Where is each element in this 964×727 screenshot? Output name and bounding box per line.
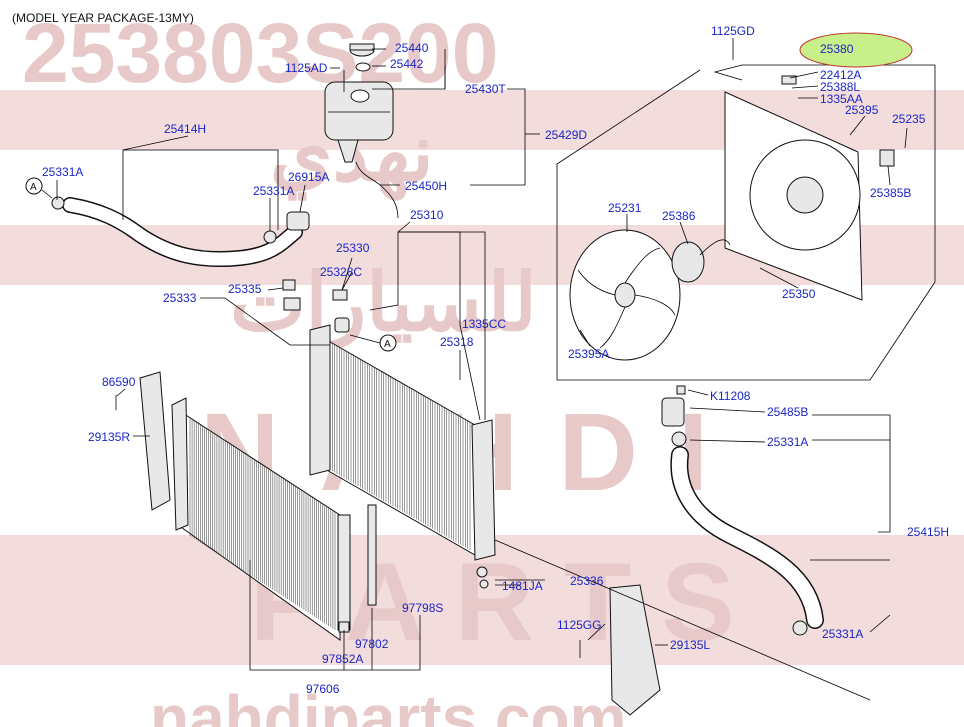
label-K11208[interactable]: K11208 [710,389,751,403]
callout-marker-a-lower: A [349,334,397,352]
label-25328C[interactable]: 25328C [320,265,362,279]
label-1335CC[interactable]: 1335CC [462,317,506,331]
lower-radiator-hose[interactable] [671,447,823,628]
fan-hub [614,282,636,308]
drain-plug-1481JA[interactable] [479,579,489,589]
upper-radiator-hose[interactable] [63,198,302,266]
hose-fitting-25485B[interactable] [661,397,685,427]
label-1335AA[interactable]: 1335AA [820,92,863,106]
label-25335[interactable]: 25335 [228,282,262,296]
insulator-25336[interactable] [476,566,488,578]
label-25395A[interactable]: 25395A [568,347,609,361]
radiator-left-tank [309,324,331,476]
label-25385B[interactable]: 25385B [870,186,911,200]
reservoir-cap[interactable] [349,43,375,57]
bracket-25333[interactable] [283,297,301,311]
svg-text:A: A [30,182,37,193]
hose-clamp-lower-bottom[interactable] [792,620,808,636]
label-25442[interactable]: 25442 [390,57,424,71]
label-25429D[interactable]: 25429D [545,128,587,142]
svg-text:A: A [384,339,391,350]
fan-blade[interactable] [569,229,681,361]
label-25231[interactable]: 25231 [608,201,642,215]
label-25440[interactable]: 25440 [395,41,429,55]
label-26915A[interactable]: 26915A [288,170,329,184]
resistor-25380[interactable] [781,75,797,85]
thermostat-housing-26915A[interactable] [286,211,310,231]
reservoir-tank[interactable] [324,81,394,163]
watermark-arabic-cars: للسيارات [230,258,537,351]
air-guard-left-29135L[interactable] [609,584,661,716]
label-86590[interactable]: 86590 [102,375,136,389]
label-25386[interactable]: 25386 [662,209,696,223]
label-25331A-upper-left[interactable]: 25331A [42,165,83,179]
label-25331A-upper-right[interactable]: 25331A [253,184,294,198]
label-25485B[interactable]: 25485B [767,405,808,419]
receiver-drier-97852A[interactable] [337,514,351,631]
watermark-url: nahdiparts.com [150,682,627,727]
watermark-part-number: 253803S200 [22,6,498,100]
label-97802[interactable]: 97802 [355,637,389,651]
label-25310[interactable]: 25310 [410,208,444,222]
label-25331A-lower-top[interactable]: 25331A [767,435,808,449]
connector-25385B[interactable] [879,149,895,167]
radiator-filler-25328C[interactable] [332,289,348,301]
label-97606[interactable]: 97606 [306,682,340,696]
clip-K11208[interactable] [676,385,686,395]
air-guard-right-29135R[interactable] [139,371,171,511]
hose-clamp-upper-right[interactable] [263,230,277,244]
label-25331A-lower-bottom[interactable]: 25331A [822,627,863,641]
label-25330[interactable]: 25330 [336,241,370,255]
callout-marker-a-upper: A [25,177,53,199]
reservoir-filler-neck [350,89,370,103]
shroud-motor-mount [786,176,824,214]
label-25388L[interactable]: 25388L [820,80,860,94]
label-25430T[interactable]: 25430T [465,82,506,96]
reservoir-bottom-neck [337,139,359,163]
hose-clamp-upper-left[interactable] [51,196,65,210]
mount-25335[interactable] [282,279,296,291]
fan-assembly-boundary [556,64,936,381]
condenser-left-tank [171,397,189,531]
condenser-core[interactable] [171,397,341,641]
label-25380[interactable]: 25380 [820,42,854,56]
highlighted-part-ellipse [799,32,913,68]
label-25395[interactable]: 25395 [845,103,879,117]
model-year-title: (MODEL YEAR PACKAGE-13MY) [12,11,194,25]
label-97852A[interactable]: 97852A [322,652,363,666]
label-25350[interactable]: 25350 [782,287,816,301]
label-25415H[interactable]: 25415H [907,525,949,539]
fan-shroud[interactable] [724,91,863,301]
hose-clamp-lower-top[interactable] [671,431,687,447]
label-25235[interactable]: 25235 [892,112,926,126]
seal-97798S[interactable] [367,504,377,606]
radiator-core[interactable] [309,324,496,561]
label-25336[interactable]: 25336 [570,574,604,588]
radiator-cap-25330[interactable] [334,317,350,333]
label-97798S[interactable]: 97798S [402,601,443,615]
leader-lines [56,38,908,701]
reservoir-seal[interactable] [355,62,371,72]
label-25450H[interactable]: 25450H [405,179,447,193]
reservoir-body [324,81,394,141]
fan-motor[interactable] [671,239,731,283]
label-25333[interactable]: 25333 [163,291,197,305]
label-25318[interactable]: 25318 [440,335,474,349]
label-1125AD[interactable]: 1125AD [285,61,328,75]
label-29135L[interactable]: 29135L [670,638,710,652]
label-1481JA[interactable]: 1481JA [502,579,543,593]
part-labels: 25440 25442 1125AD 25430T 25429D 25450H … [42,24,949,696]
radiator-right-tank [471,419,496,561]
label-1125GD[interactable]: 1125GD [711,24,755,38]
label-1125GG[interactable]: 1125GG [557,618,601,632]
label-25414H[interactable]: 25414H [164,122,206,136]
label-29135R[interactable]: 29135R [88,430,130,444]
label-22412A[interactable]: 22412A [820,68,861,82]
